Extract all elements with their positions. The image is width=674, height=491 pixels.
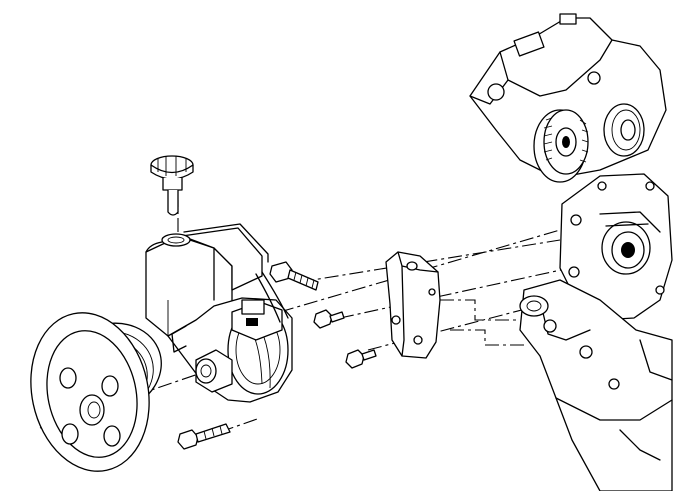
reservoir-hose (255, 271, 289, 323)
pump-body (167, 297, 293, 403)
pump-bracket-icon (385, 251, 441, 359)
pump-pulley-icon (30, 312, 162, 472)
bolt-icon (177, 423, 231, 450)
stud-icon (269, 261, 319, 291)
bolt-icon (345, 349, 377, 369)
reservoir-cap-icon (150, 155, 194, 216)
bolt-icon (313, 309, 345, 329)
engine-front-icon (469, 13, 673, 491)
